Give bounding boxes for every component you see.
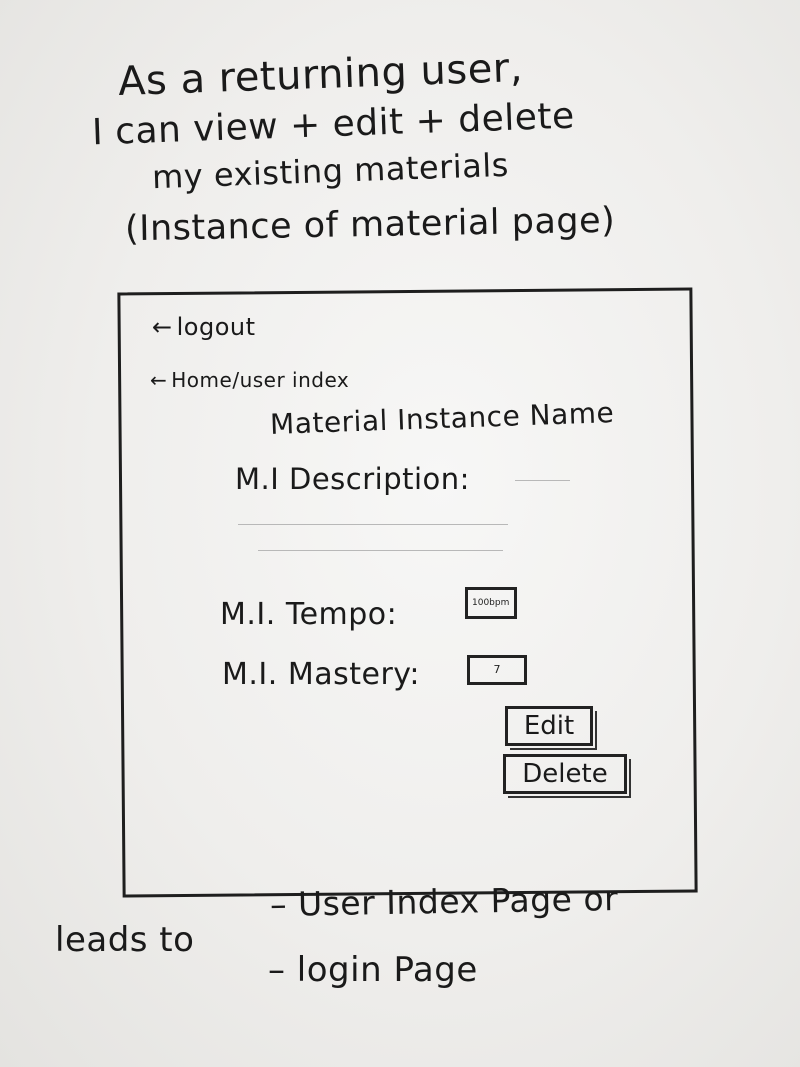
delete-button[interactable]: Delete	[503, 754, 631, 798]
logout-link[interactable]: ←logout	[152, 313, 256, 341]
tempo-label: M.I. Tempo:	[220, 597, 398, 632]
description-line	[238, 524, 508, 525]
leads-to-option-2: – login Page	[268, 950, 478, 990]
tempo-field[interactable]: 100bpm	[465, 587, 517, 619]
home-user-index-label: Home/user index	[171, 368, 350, 392]
back-arrow-icon: ←	[150, 368, 168, 392]
story-line-1: As a returning user,	[117, 44, 524, 106]
leads-to-label: leads to	[55, 920, 195, 960]
story-line-2: I can view + edit + delete	[91, 95, 576, 154]
edit-button[interactable]: Edit	[505, 706, 597, 750]
logout-label: logout	[176, 313, 256, 341]
story-line-3: my existing materials	[151, 145, 510, 197]
leads-to-option-1: – User Index Page or	[269, 878, 619, 925]
home-user-index-link[interactable]: ←Home/user index	[150, 368, 349, 392]
story-line-4: (Instance of material page)	[124, 200, 616, 250]
mastery-label: M.I. Mastery:	[222, 657, 420, 692]
description-line	[258, 550, 503, 551]
mastery-field[interactable]: 7	[467, 655, 527, 685]
back-arrow-icon: ←	[152, 313, 173, 341]
description-line	[515, 480, 570, 481]
description-label: M.I Description:	[235, 462, 470, 496]
